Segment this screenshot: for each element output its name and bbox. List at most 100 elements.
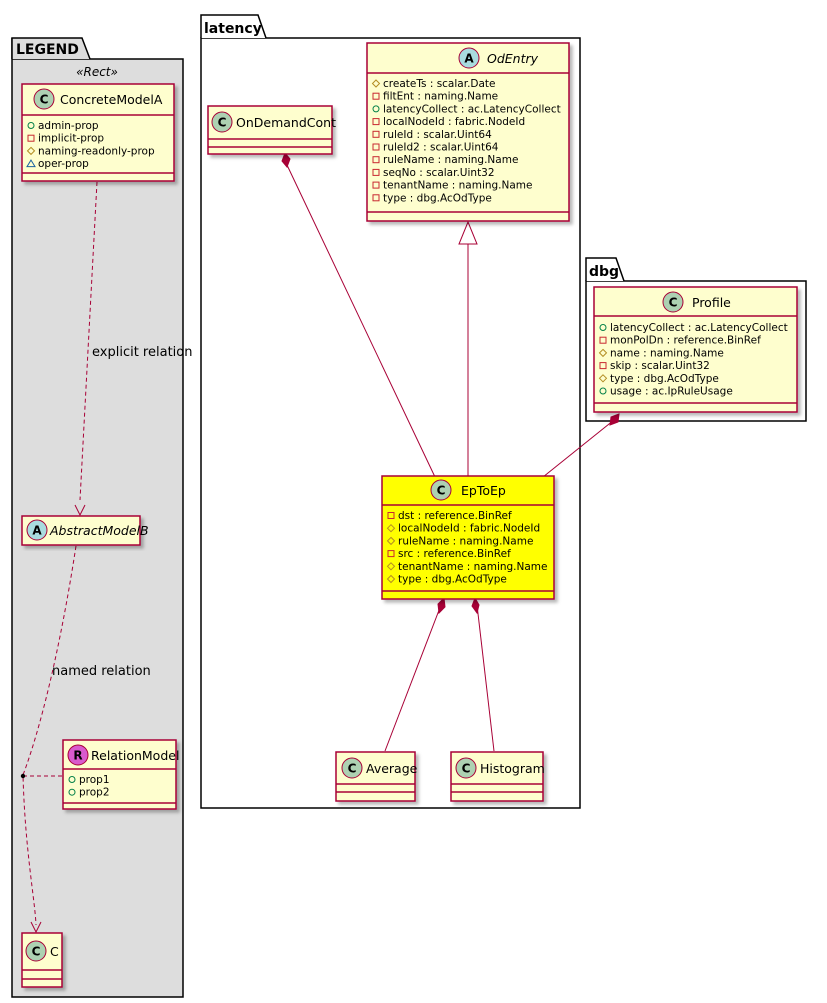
private-visibility-icon	[372, 118, 380, 126]
legend-stereotype: «Rect»	[76, 65, 118, 79]
svg-text:C: C	[218, 116, 227, 130]
class-attribute: latencyCollect : ac.LatencyCollect	[610, 322, 788, 334]
class-attribute: localNodeId : fabric.NodeId	[398, 523, 540, 535]
package-latency-title: latency	[204, 21, 262, 37]
class-attribute: usage : ac.IpRuleUsage	[610, 386, 733, 398]
public-visibility-icon	[372, 105, 380, 113]
protected-visibility-icon	[386, 562, 396, 571]
class-attribute: type : dbg.AcOdType	[383, 192, 492, 204]
class-badge-icon	[455, 757, 477, 779]
class-badge-icon	[458, 47, 480, 69]
svg-text:C: C	[32, 945, 41, 959]
diamond-ondemandcont	[281, 152, 291, 168]
public-visibility-icon	[68, 788, 76, 796]
class-average[interactable]: C Average	[335, 751, 418, 802]
public-visibility-icon	[599, 387, 607, 395]
class-name: ConcreteModelA	[60, 92, 163, 107]
class-attribute: ruleId : scalar.Uint64	[383, 129, 492, 141]
edge-profile-eptoep	[542, 419, 615, 478]
class-attribute: localNodeId : fabric.NodeId	[383, 116, 525, 128]
svg-text:C: C	[669, 296, 678, 310]
class-badge-icon	[662, 291, 684, 313]
class-badge-icon	[33, 88, 55, 110]
diamond-eptoep-histogram	[471, 596, 480, 615]
svg-text:R: R	[73, 749, 82, 763]
private-visibility-icon	[27, 134, 35, 142]
svg-text:C: C	[462, 762, 471, 776]
protected-visibility-icon	[598, 348, 608, 358]
package-dbg-title: dbg	[589, 264, 619, 280]
class-name: OnDemandCont	[236, 115, 336, 130]
private-visibility-icon	[372, 143, 380, 151]
class-ep-to-ep[interactable]: C EpToEp dst : reference.BinReflocalNode…	[381, 475, 555, 600]
private-visibility-icon	[599, 336, 607, 344]
arrowhead-explicit	[74, 504, 86, 517]
protected-visibility-icon	[386, 536, 396, 546]
diamond-profile	[609, 413, 620, 426]
private-visibility-icon	[599, 362, 607, 370]
edge-named-relation	[22, 545, 77, 926]
public-visibility-icon	[599, 324, 607, 331]
private-visibility-icon	[372, 156, 380, 164]
class-attribute: seqNo : scalar.Uint32	[383, 167, 495, 179]
class-c[interactable]: C C	[21, 932, 63, 988]
class-attribute: name : naming.Name	[610, 347, 724, 359]
edge-eptoep-average	[384, 604, 442, 752]
public-visibility-icon	[68, 776, 76, 783]
class-profile[interactable]: C Profile latencyCollect : ac.LatencyCol…	[593, 286, 798, 413]
class-name: Profile	[692, 295, 731, 310]
private-visibility-icon	[372, 194, 380, 202]
protected-visibility-icon	[598, 374, 608, 383]
class-attribute: prop1	[79, 774, 110, 786]
class-attribute: tenantName : naming.Name	[398, 561, 548, 573]
inheritance-triangle	[458, 220, 478, 245]
class-badge-icon	[26, 519, 48, 541]
private-visibility-icon	[387, 550, 395, 558]
class-attribute: skip : scalar.Uint32	[610, 360, 710, 372]
edge-ondemandcont-eptoep	[286, 164, 436, 478]
private-visibility-icon	[387, 512, 395, 519]
class-abstract-model-b[interactable]: A AbstractModelB	[21, 515, 149, 546]
arrowhead-named	[30, 921, 42, 934]
class-histogram[interactable]: C Histogram	[450, 751, 545, 802]
svg-text:A: A	[464, 52, 474, 66]
class-attribute: ruleName : naming.Name	[398, 535, 533, 547]
class-badge-icon	[25, 940, 47, 962]
class-name: AbstractModelB	[49, 523, 149, 538]
class-attribute: naming-readonly-prop	[38, 145, 155, 157]
class-attribute: ruleName : naming.Name	[383, 154, 518, 166]
class-attribute: ruleId2 : scalar.Uint64	[383, 142, 499, 154]
class-badge-icon	[67, 744, 89, 766]
class-badge-icon	[430, 479, 452, 501]
class-concrete-model-a[interactable]: C ConcreteModelA admin-propimplicit-prop…	[21, 83, 175, 182]
public-visibility-icon	[27, 122, 35, 129]
svg-text:A: A	[32, 524, 42, 538]
class-attribute: createTs : scalar.Date	[383, 78, 496, 90]
class-badge-icon	[341, 757, 363, 779]
edges	[22, 164, 615, 934]
class-attribute: tenantName : naming.Name	[383, 180, 533, 192]
svg-text:C: C	[437, 484, 446, 498]
class-attribute: filtEnt : naming.Name	[383, 91, 498, 103]
class-attribute: prop2	[79, 787, 110, 799]
class-name: RelationModel	[91, 748, 179, 763]
private-visibility-icon	[372, 168, 380, 176]
class-attribute: dst : reference.BinRef	[398, 510, 512, 522]
package-latency: latency	[200, 14, 581, 809]
package-legend-title: LEGEND	[16, 42, 79, 58]
private-visibility-icon	[372, 181, 380, 189]
class-attribute: latencyCollect : ac.LatencyCollect	[383, 103, 561, 115]
edge-markers	[20, 152, 620, 779]
class-name: Average	[366, 761, 418, 776]
class-attribute: monPolDn : reference.BinRef	[610, 335, 761, 347]
protected-visibility-icon	[386, 523, 396, 533]
class-attribute: implicit-prop	[38, 133, 104, 145]
label-explicit-relation: explicit relation	[92, 345, 192, 360]
class-attribute: type : dbg.AcOdType	[610, 373, 719, 385]
class-name: EpToEp	[461, 483, 506, 498]
class-on-demand-cont[interactable]: C OnDemandCont	[207, 105, 336, 155]
class-od-entry[interactable]: A OdEntry createTs : scalar.DatefiltEnt …	[366, 42, 570, 222]
class-attribute: oper-prop	[38, 158, 89, 170]
